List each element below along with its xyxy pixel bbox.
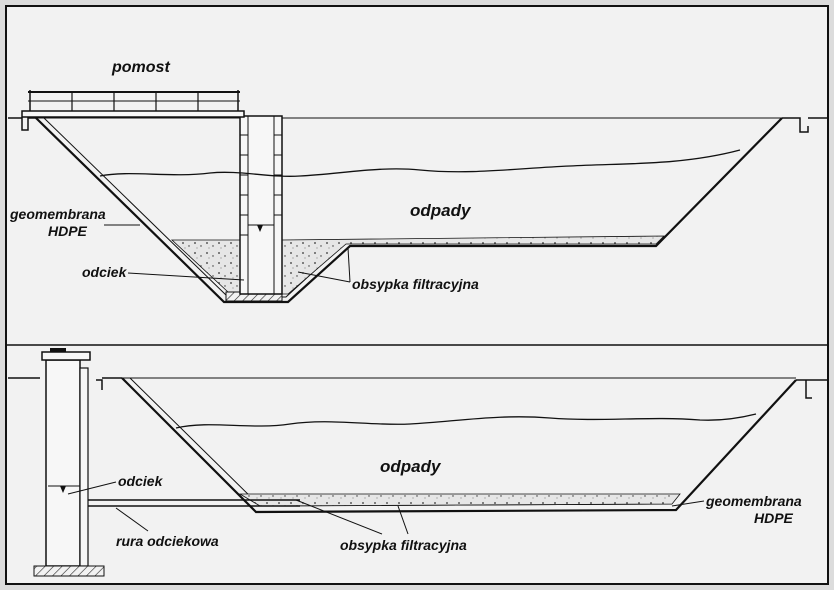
waste-label-bottom: odpady — [380, 457, 442, 476]
filter-leader-top-2 — [347, 247, 351, 283]
liquid-level-marker-icon-bottom — [60, 486, 66, 493]
liquid-level-marker-icon — [257, 225, 263, 232]
filter-leader-bottom-1 — [295, 499, 383, 535]
waste-surface-top — [99, 149, 741, 177]
platform — [21, 90, 245, 118]
shaft-ladder — [240, 134, 282, 236]
pit-outline-bottom — [121, 377, 797, 514]
membrane-label-top-2: HDPE — [48, 223, 88, 239]
well-cap — [41, 351, 91, 361]
pipe-leader-bottom — [115, 507, 149, 532]
filter-label-top: obsypka filtracyjna — [352, 276, 479, 292]
filter-gravel-bottom — [238, 493, 681, 507]
well-wall-right — [79, 367, 89, 567]
membrane-leader-bottom — [671, 500, 705, 507]
ground-mid-bottom — [96, 377, 122, 390]
membrane-label-bottom-2: HDPE — [754, 510, 794, 526]
drawing-frame — [5, 5, 829, 585]
bottom-section: odpady odciek rura odciekowa obsypka fil… — [8, 348, 828, 577]
well-cap-top — [50, 348, 66, 352]
filter-leader-top-1 — [297, 271, 351, 283]
leachate-well — [45, 359, 81, 567]
filter-leader-bottom-2 — [397, 505, 409, 535]
waste-label-top: odpady — [410, 201, 472, 220]
leachate-label-bottom: odciek — [118, 473, 164, 489]
leachate-leader-top — [127, 272, 245, 281]
membrane-label-top-1: geomembrana — [9, 206, 106, 222]
ground-right-top — [782, 117, 828, 133]
pit-outline-top — [35, 117, 783, 304]
leachate-shaft — [239, 115, 283, 295]
platform-label: pomost — [111, 59, 170, 76]
leachate-label-top: odciek — [82, 264, 128, 280]
pipe-label-bottom: rura odciekowa — [116, 533, 219, 549]
leachate-leader-bottom — [67, 481, 117, 495]
ground-right-bottom — [796, 379, 828, 399]
ground-left-top — [8, 117, 36, 131]
waste-surface-bottom — [175, 413, 757, 429]
filter-label-bottom: obsypka filtracyjna — [340, 537, 467, 553]
top-section: pomost odpady geomembrana HDPE odciek ob… — [8, 59, 828, 304]
well-base — [33, 565, 105, 577]
membrane-label-bottom-1: geomembrana — [705, 493, 802, 509]
